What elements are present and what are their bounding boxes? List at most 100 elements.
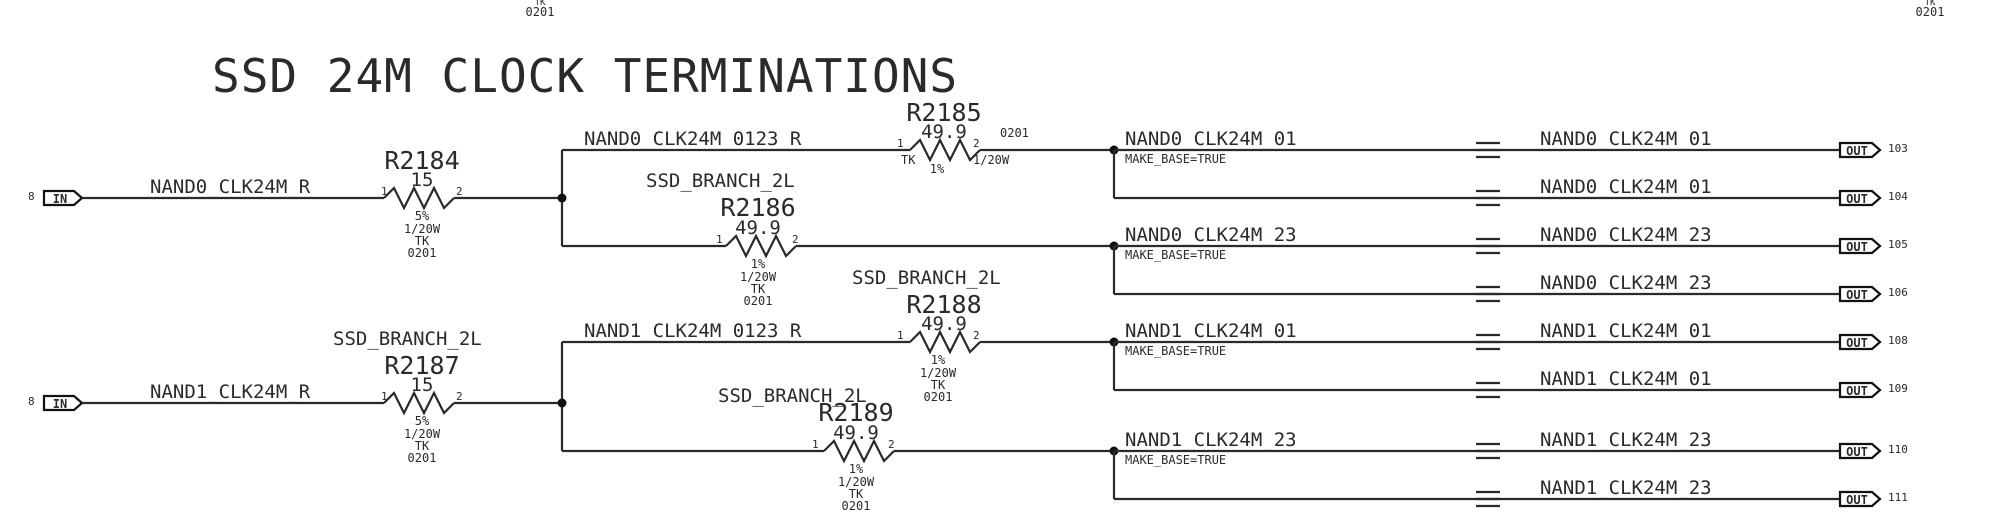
value-r2188: 49.9 (921, 313, 967, 335)
value-r2187: 15 (411, 374, 434, 396)
ref-r2185: R2185 (906, 98, 981, 127)
attr-r2188-tol: 1% (931, 353, 946, 367)
junction-dot-nand1-branch (557, 398, 567, 408)
output-port-110-label: OUT (1846, 445, 1868, 459)
pin1-r2184: 1 (381, 185, 388, 198)
attr-r2185-power: 1/20W (973, 153, 1010, 167)
attr-r2187-tol: 5% (415, 414, 430, 428)
output-ref-109: 109 (1888, 382, 1908, 395)
equivalence-bar-icon (1476, 141, 1500, 508)
output-ref-106: 106 (1888, 286, 1908, 299)
attr-r2188-pkg: 0201 (924, 390, 953, 404)
attr-r2187-power: 1/20W (404, 427, 441, 441)
top-fragment-left-tk: TK (535, 0, 546, 8)
pin1-r2186: 1 (716, 233, 723, 246)
output-port-104[interactable]: OUT (1838, 189, 1882, 207)
output-port-109-label: OUT (1846, 384, 1868, 398)
output-port-109[interactable]: OUT (1838, 381, 1882, 399)
output-port-105[interactable]: OUT (1838, 237, 1882, 255)
net-label-nand0-clk24m-01[interactable]: NAND0_CLK24M_01 (1125, 128, 1297, 150)
net-label-nand1-clk24m-23[interactable]: NAND1_CLK24M_23 (1125, 429, 1297, 451)
attr-r2189-tol: 1% (849, 462, 864, 476)
attr-r2187-pkg: 0201 (408, 451, 437, 465)
resistor-r2186[interactable] (725, 233, 797, 259)
pin2-r2188: 2 (973, 329, 980, 342)
attr-r2186-tol: 1% (751, 257, 766, 271)
value-r2184: 15 (411, 169, 434, 191)
attr-r2185-tol: 1% (930, 162, 945, 176)
ref-r2187: R2187 (384, 351, 459, 380)
top-fragment-right-pkg: 0201 (1916, 5, 1945, 19)
output-port-105-label: OUT (1846, 240, 1868, 254)
net-label-nand0-clk24m-r[interactable]: NAND0_CLK24M_R (150, 176, 311, 198)
output-ref-105: 105 (1888, 238, 1908, 251)
branch-r2186: SSD_BRANCH_2L (646, 170, 795, 192)
input-port-nand1[interactable]: IN (42, 394, 84, 412)
output-ref-104: 104 (1888, 190, 1908, 203)
net-label-nand0-clk24m-0123-r[interactable]: NAND0_CLK24M_0123_R (584, 128, 802, 150)
pin2-r2185: 2 (973, 137, 980, 150)
pin2-r2186: 2 (792, 233, 799, 246)
ref-r2188: R2188 (906, 290, 981, 319)
output-ref-111: 111 (1888, 491, 1908, 504)
input-port-nand0[interactable]: IN (42, 189, 84, 207)
top-fragment-right-tk: TK (1925, 0, 1936, 8)
ref-r2184: R2184 (384, 146, 459, 175)
pin2-r2187: 2 (456, 390, 463, 403)
output-port-106[interactable]: OUT (1838, 285, 1882, 303)
attr-r2188-tk: TK (931, 378, 946, 392)
output-net-label-111[interactable]: NAND1_CLK24M_23 (1540, 477, 1712, 499)
top-fragment-left-pkg: 0201 (526, 5, 555, 19)
resistor-r2189[interactable] (823, 438, 895, 464)
net-label-nand1-clk24m-01[interactable]: NAND1_CLK24M_01 (1125, 320, 1297, 342)
output-port-106-label: OUT (1846, 288, 1868, 302)
output-port-104-label: OUT (1846, 192, 1868, 206)
output-net-label-103[interactable]: NAND0_CLK24M_01 (1540, 128, 1712, 150)
attr-r2186-pkg: 0201 (744, 294, 773, 308)
value-r2186: 49.9 (735, 217, 781, 239)
make-base-nand0-01: MAKE_BASE=TRUE (1125, 152, 1226, 166)
pin1-r2188: 1 (897, 329, 904, 342)
output-net-label-109[interactable]: NAND1_CLK24M_01 (1540, 368, 1712, 390)
net-label-nand0-clk24m-23[interactable]: NAND0_CLK24M_23 (1125, 224, 1297, 246)
resistor-r2188[interactable] (909, 329, 981, 355)
attr-r2188-power: 1/20W (920, 366, 957, 380)
attr-r2189-tk: TK (849, 487, 864, 501)
pin1-r2187: 1 (381, 390, 388, 403)
resistor-r2184[interactable] (383, 185, 455, 211)
attr-r2186-tk: TK (751, 282, 766, 296)
output-port-103[interactable]: OUT (1838, 141, 1882, 159)
output-port-111[interactable]: OUT (1838, 490, 1882, 508)
attr-r2184-tol: 5% (415, 209, 430, 223)
attr-r2184-tk: TK (415, 234, 430, 248)
branch-r2187: SSD_BRANCH_2L (333, 328, 482, 350)
attr-r2189-pkg: 0201 (842, 499, 871, 513)
attr-r2186-power: 1/20W (740, 270, 777, 284)
make-base-nand0-23: MAKE_BASE=TRUE (1125, 248, 1226, 262)
input-port-nand0-label: IN (53, 192, 67, 206)
output-port-111-label: OUT (1846, 493, 1868, 507)
output-net-label-108[interactable]: NAND1_CLK24M_01 (1540, 320, 1712, 342)
output-net-label-110[interactable]: NAND1_CLK24M_23 (1540, 429, 1712, 451)
pin1-r2189: 1 (812, 438, 819, 451)
net-label-nand1-clk24m-r[interactable]: NAND1_CLK24M_R (150, 381, 311, 403)
output-port-108[interactable]: OUT (1838, 333, 1882, 351)
value-r2189: 49.9 (833, 422, 879, 444)
make-base-nand1-01: MAKE_BASE=TRUE (1125, 344, 1226, 358)
pin1-r2185: 1 (897, 137, 904, 150)
pin2-r2189: 2 (888, 438, 895, 451)
resistor-r2187[interactable] (383, 390, 455, 416)
output-net-label-104[interactable]: NAND0_CLK24M_01 (1540, 176, 1712, 198)
input-ref-nand0: 8 (28, 190, 35, 203)
value-r2185: 49.9 (921, 121, 967, 143)
output-ref-110: 110 (1888, 443, 1908, 456)
resistor-r2185[interactable] (909, 137, 981, 163)
output-ref-108: 108 (1888, 334, 1908, 347)
net-label-nand1-clk24m-0123-r[interactable]: NAND1_CLK24M_0123_R (584, 320, 802, 342)
output-net-label-106[interactable]: NAND0_CLK24M_23 (1540, 272, 1712, 294)
output-net-label-105[interactable]: NAND0_CLK24M_23 (1540, 224, 1712, 246)
output-port-103-label: OUT (1846, 144, 1868, 158)
input-port-nand1-label: IN (53, 397, 67, 411)
output-port-110[interactable]: OUT (1838, 442, 1882, 460)
